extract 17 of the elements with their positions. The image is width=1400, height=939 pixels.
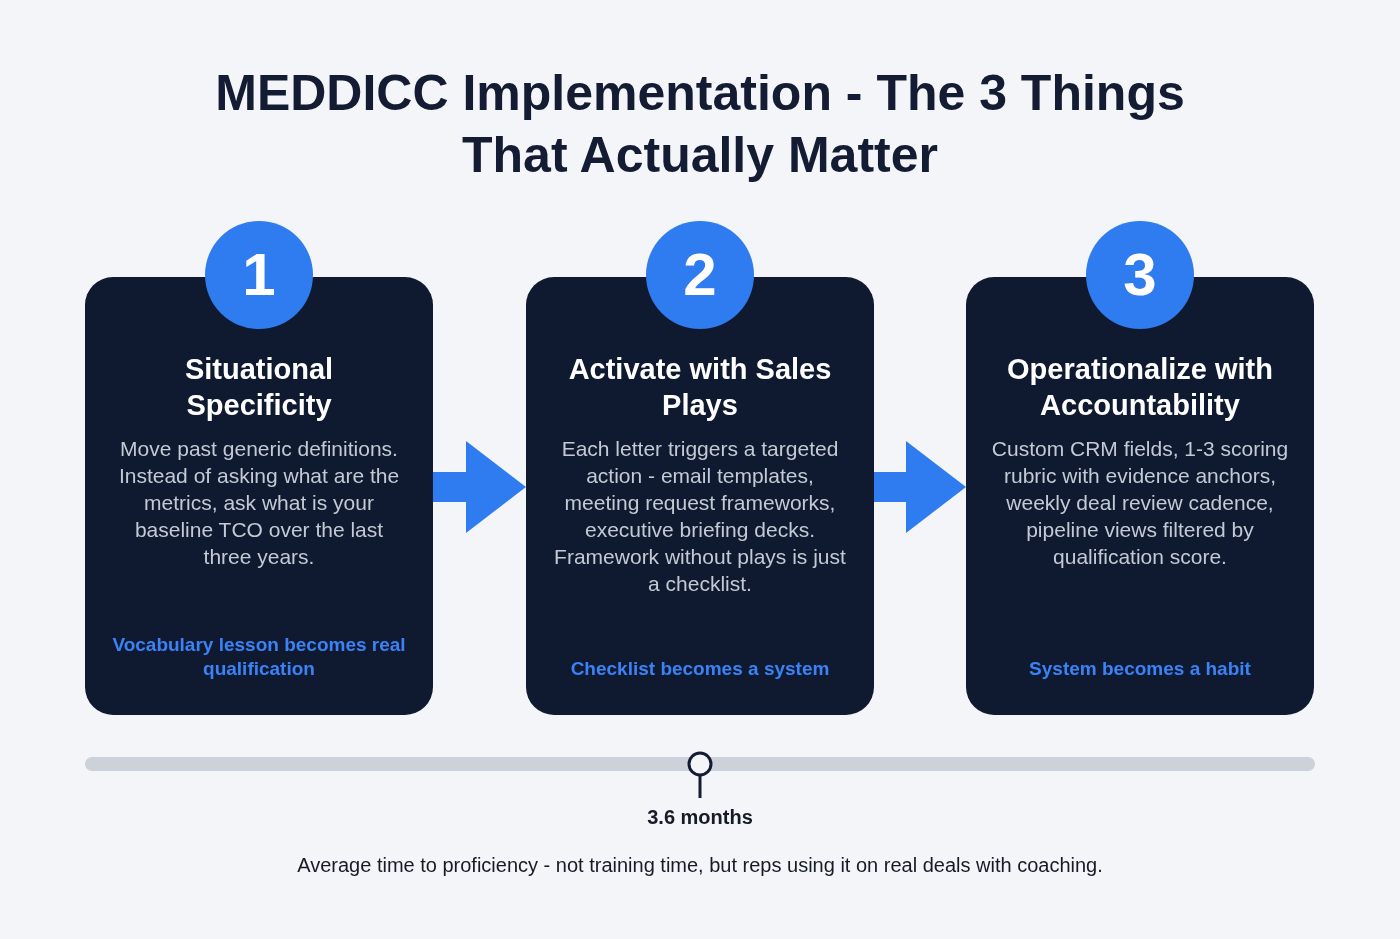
card-takeaway: Checklist becomes a system [570,657,830,681]
card-description: Custom CRM fields, 1-3 scoring rubric with evidence anchors, weekly deal review cadence, pipeline views filtered by qualification score. [990,436,1290,570]
card-heading: Situational Specificity [183,352,335,423]
card-description: Move past generic definitions. Instead of asking what are the metrics, ask what is your baseline TCO over the last three years. [117,436,401,570]
number-badge: 1 [205,221,313,329]
footnote: Average time to proficiency - not training time, but reps using it on real deals with coaching. [296,854,1104,877]
card-heading: Operationalize with Accountability [1006,352,1274,423]
title: MEDDICC Implementation - The 3 Things That Actually Matter [214,64,1186,185]
number-badge: 2 [646,221,754,329]
card-takeaway: Vocabulary lesson becomes real qualification [111,633,407,681]
timeline-value: 3.6 months [646,806,754,829]
arrow [874,441,966,533]
arrow [433,441,526,533]
card-takeaway: System becomes a habit [1029,657,1251,681]
number-badge: 3 [1086,221,1194,329]
card-description: Each letter triggers a targeted action - email templates, meeting request frameworks, executive briefing decks. Framework without plays is just a checklist. [553,436,847,597]
card-heading: Activate with Sales Plays [567,352,833,423]
